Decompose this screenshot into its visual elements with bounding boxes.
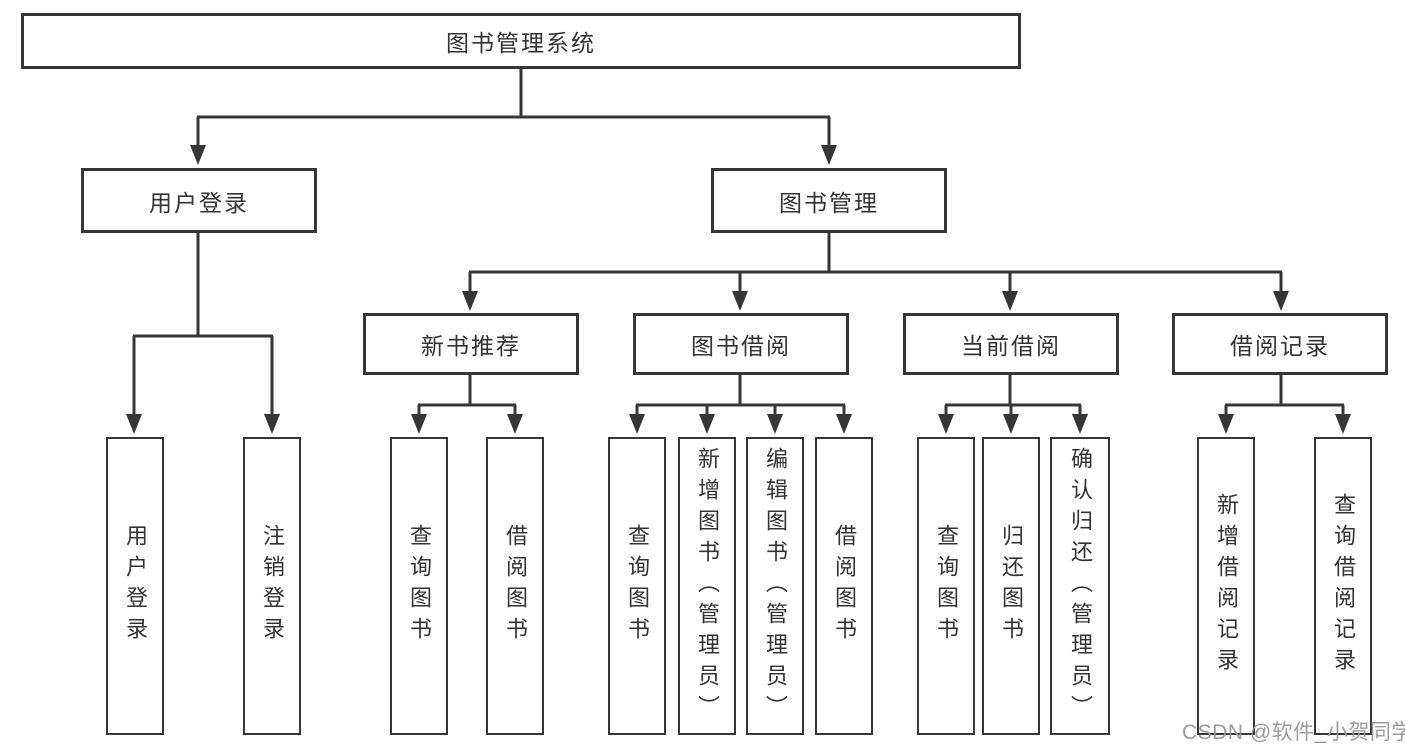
node-label: 借阅图书 [832,524,857,648]
connector-new-book-recommendation-branch [411,374,523,434]
node-add-borrow-record: 新增借阅记录 [1197,437,1255,735]
arrowhead-icon [190,145,206,165]
node-recommend-query-books: 查询图书 [390,437,448,735]
node-add-books-admin: 新增图书（管理员） [678,437,736,735]
node-borrowing-records: 借阅记录 [1172,313,1388,375]
node-new-book-recommendation: 新书推荐 [363,313,579,375]
node-logout-action: 注销登录 [243,437,301,735]
arrowhead-icon [767,414,783,434]
arrowhead-icon [411,414,427,434]
arrowhead-icon [699,414,715,434]
node-label: 图书管理系统 [446,30,596,56]
arrowhead-icon [821,145,837,165]
node-book-management: 图书管理 [711,168,947,233]
node-query-borrow-record: 查询借阅记录 [1314,437,1372,735]
node-label: 查询图书 [625,524,650,648]
arrowhead-icon [462,291,478,311]
watermark: CSDN @软件_小贺同学 [1182,721,1405,744]
node-label: 新书推荐 [421,333,521,359]
node-return-books: 归还图书 [982,437,1040,735]
node-label: 图书借阅 [691,333,791,359]
arrowhead-icon [629,414,645,434]
arrowhead-icon [1335,414,1351,434]
node-label: 编辑图书（管理员） [763,446,788,726]
connector-root-to-level2 [190,68,837,165]
node-edit-books-admin: 编辑图书（管理员） [746,437,804,735]
arrowhead-icon [507,414,523,434]
node-label: 查询图书 [934,524,959,648]
connector-borrowing-records-branch [1218,374,1351,434]
arrowhead-icon [264,414,280,434]
node-borrowing-borrow-books: 借阅图书 [815,437,873,735]
node-label: 借阅图书 [503,524,528,648]
node-borrowing-query-books: 查询图书 [608,437,666,735]
node-confirm-return-admin: 确认归还（管理员） [1050,437,1110,735]
node-label: 确认归还（管理员） [1068,446,1093,726]
arrowhead-icon [1218,414,1234,434]
node-recommend-borrow-books: 借阅图书 [486,437,544,735]
node-library-management-system: 图书管理系统 [21,13,1021,69]
connector-book-borrowing-branch [629,374,852,434]
node-label: 用户登录 [123,524,148,648]
arrowhead-icon [1003,414,1019,434]
node-book-borrowing: 图书借阅 [633,313,849,375]
node-label: 图书管理 [779,189,879,216]
connector-user-login-branch [126,232,280,434]
arrowhead-icon [1072,414,1088,434]
node-label: 注销登录 [260,524,285,648]
node-label: 归还图书 [999,524,1024,648]
connector-book-management-branch [462,232,1289,311]
node-current-borrowing: 当前借阅 [903,313,1119,375]
node-label: 查询图书 [407,524,432,648]
arrowhead-icon [938,414,954,434]
node-current-query-books: 查询图书 [917,437,975,735]
node-label: 借阅记录 [1230,333,1330,359]
arrowhead-icon [836,414,852,434]
node-label: 查询借阅记录 [1331,493,1356,679]
arrowhead-icon [126,414,142,434]
connector-current-borrowing-branch [938,374,1088,434]
node-label: 用户登录 [149,189,249,216]
node-label: 新增借阅记录 [1214,493,1239,679]
node-label: 当前借阅 [961,333,1061,359]
arrowhead-icon [732,291,748,311]
arrowhead-icon [1273,291,1289,311]
arrowhead-icon [1002,291,1018,311]
node-user-login-action: 用户登录 [106,437,164,735]
node-label: 新增图书（管理员） [695,446,720,726]
node-user-login: 用户登录 [81,168,317,233]
